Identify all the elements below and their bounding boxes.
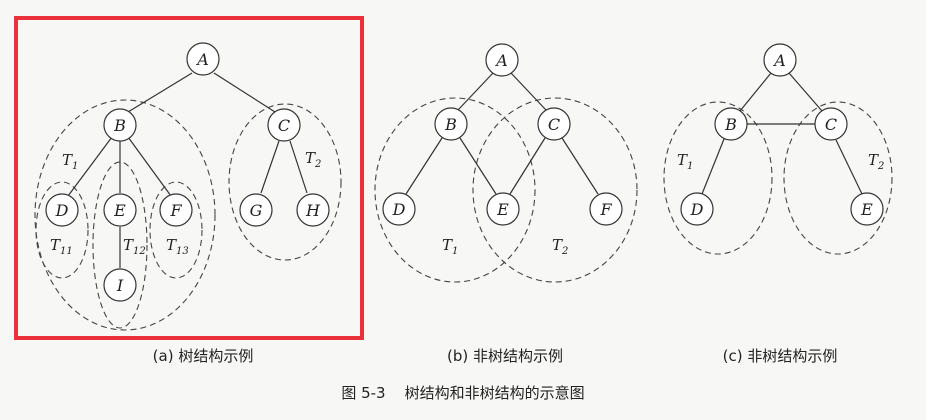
node-d-label: D [690, 200, 704, 219]
node-f: F [589, 192, 623, 226]
edge-b-d [701, 138, 725, 195]
figure-caption: 图 5-3 树结构和非树结构的示意图 [341, 384, 584, 402]
node-i: I [103, 268, 137, 302]
edge-b-d [67, 136, 113, 197]
node-d: D [382, 192, 416, 226]
node-c: C [267, 108, 301, 142]
node-i-label: I [116, 276, 124, 295]
node-e: E [850, 192, 884, 226]
node-c-label: C [278, 116, 290, 135]
edge-b-e [459, 137, 497, 195]
node-a: A [186, 42, 220, 76]
edge-a-b [739, 72, 772, 112]
node-e-label: E [496, 200, 509, 219]
node-b-label: B [724, 115, 737, 134]
edge-a-b [127, 72, 193, 113]
edge-c-e [835, 139, 863, 195]
node-b: B [103, 108, 137, 142]
edge-c-e [509, 137, 546, 195]
node-f-label: F [169, 201, 182, 220]
subtree-t13-boundary [149, 181, 203, 279]
subtree-t2-boundary [228, 103, 342, 261]
subtree-t1-boundary [374, 97, 536, 283]
node-b: B [434, 107, 468, 141]
highlight-box [14, 16, 364, 340]
node-e-label: E [113, 201, 126, 220]
subtree-t11-boundary [35, 181, 89, 279]
edge-c-g [260, 140, 280, 194]
caption-c: (c) 非树结构示例 [723, 347, 838, 365]
node-a-label: A [772, 51, 786, 70]
edge-a-c [510, 72, 547, 111]
caption-b: (b) 非树结构示例 [447, 347, 563, 365]
node-d: D [680, 192, 714, 226]
diagram-b: A B C D E F T1 T2 (b) 非树结构示例 [374, 43, 638, 365]
subtree-t13-label: T13 [166, 236, 189, 257]
subtree-t2-boundary [472, 97, 638, 283]
node-a: A [763, 43, 797, 77]
node-c: C [537, 107, 571, 141]
node-a-label: A [195, 50, 209, 69]
node-a-label: A [494, 51, 508, 70]
node-g: G [239, 193, 273, 227]
subtree-t12-label: T12 [123, 236, 146, 257]
subtree-t2-label: T2 [868, 151, 884, 172]
subtree-t2-label: T2 [552, 236, 568, 257]
node-g-label: G [250, 201, 263, 220]
subtree-t1-label: T1 [62, 151, 78, 172]
subtree-t11-label: T11 [50, 236, 73, 257]
node-d-label: D [55, 201, 69, 220]
edge-a-c [213, 72, 276, 113]
node-d-label: D [392, 200, 406, 219]
edge-c-h [289, 140, 308, 194]
node-e: E [103, 193, 137, 227]
edge-c-f [561, 137, 599, 195]
caption-a: (a) 树结构示例 [153, 347, 254, 365]
diagram-c: A B C D E T1 T2 (c) 非树结构示例 [663, 43, 893, 365]
node-b-label: B [113, 116, 126, 135]
subtree-t2-label: T2 [305, 149, 321, 170]
node-c-label: C [548, 115, 560, 134]
node-a: A [485, 43, 519, 77]
node-f-label: F [599, 200, 612, 219]
subtree-t1-boundary [663, 101, 773, 255]
edge-b-f [127, 136, 172, 197]
node-h-label: H [305, 201, 321, 220]
subtree-t2-boundary [783, 101, 893, 255]
node-e: E [486, 192, 520, 226]
node-e-label: E [860, 200, 873, 219]
edge-a-b [457, 72, 494, 111]
node-f: F [159, 193, 193, 227]
node-b-label: B [444, 115, 457, 134]
subtree-t1-label: T1 [442, 236, 458, 257]
node-c: C [814, 107, 848, 141]
node-d: D [45, 193, 79, 227]
edge-b-d [405, 137, 443, 195]
node-h: H [296, 193, 330, 227]
subtree-t1-label: T1 [677, 151, 693, 172]
edge-a-c [788, 72, 823, 112]
node-c-label: C [825, 115, 837, 134]
diagram-a: A B C D E F G H [14, 16, 364, 365]
subtree-t1-boundary [34, 99, 216, 331]
node-b: B [714, 107, 748, 141]
